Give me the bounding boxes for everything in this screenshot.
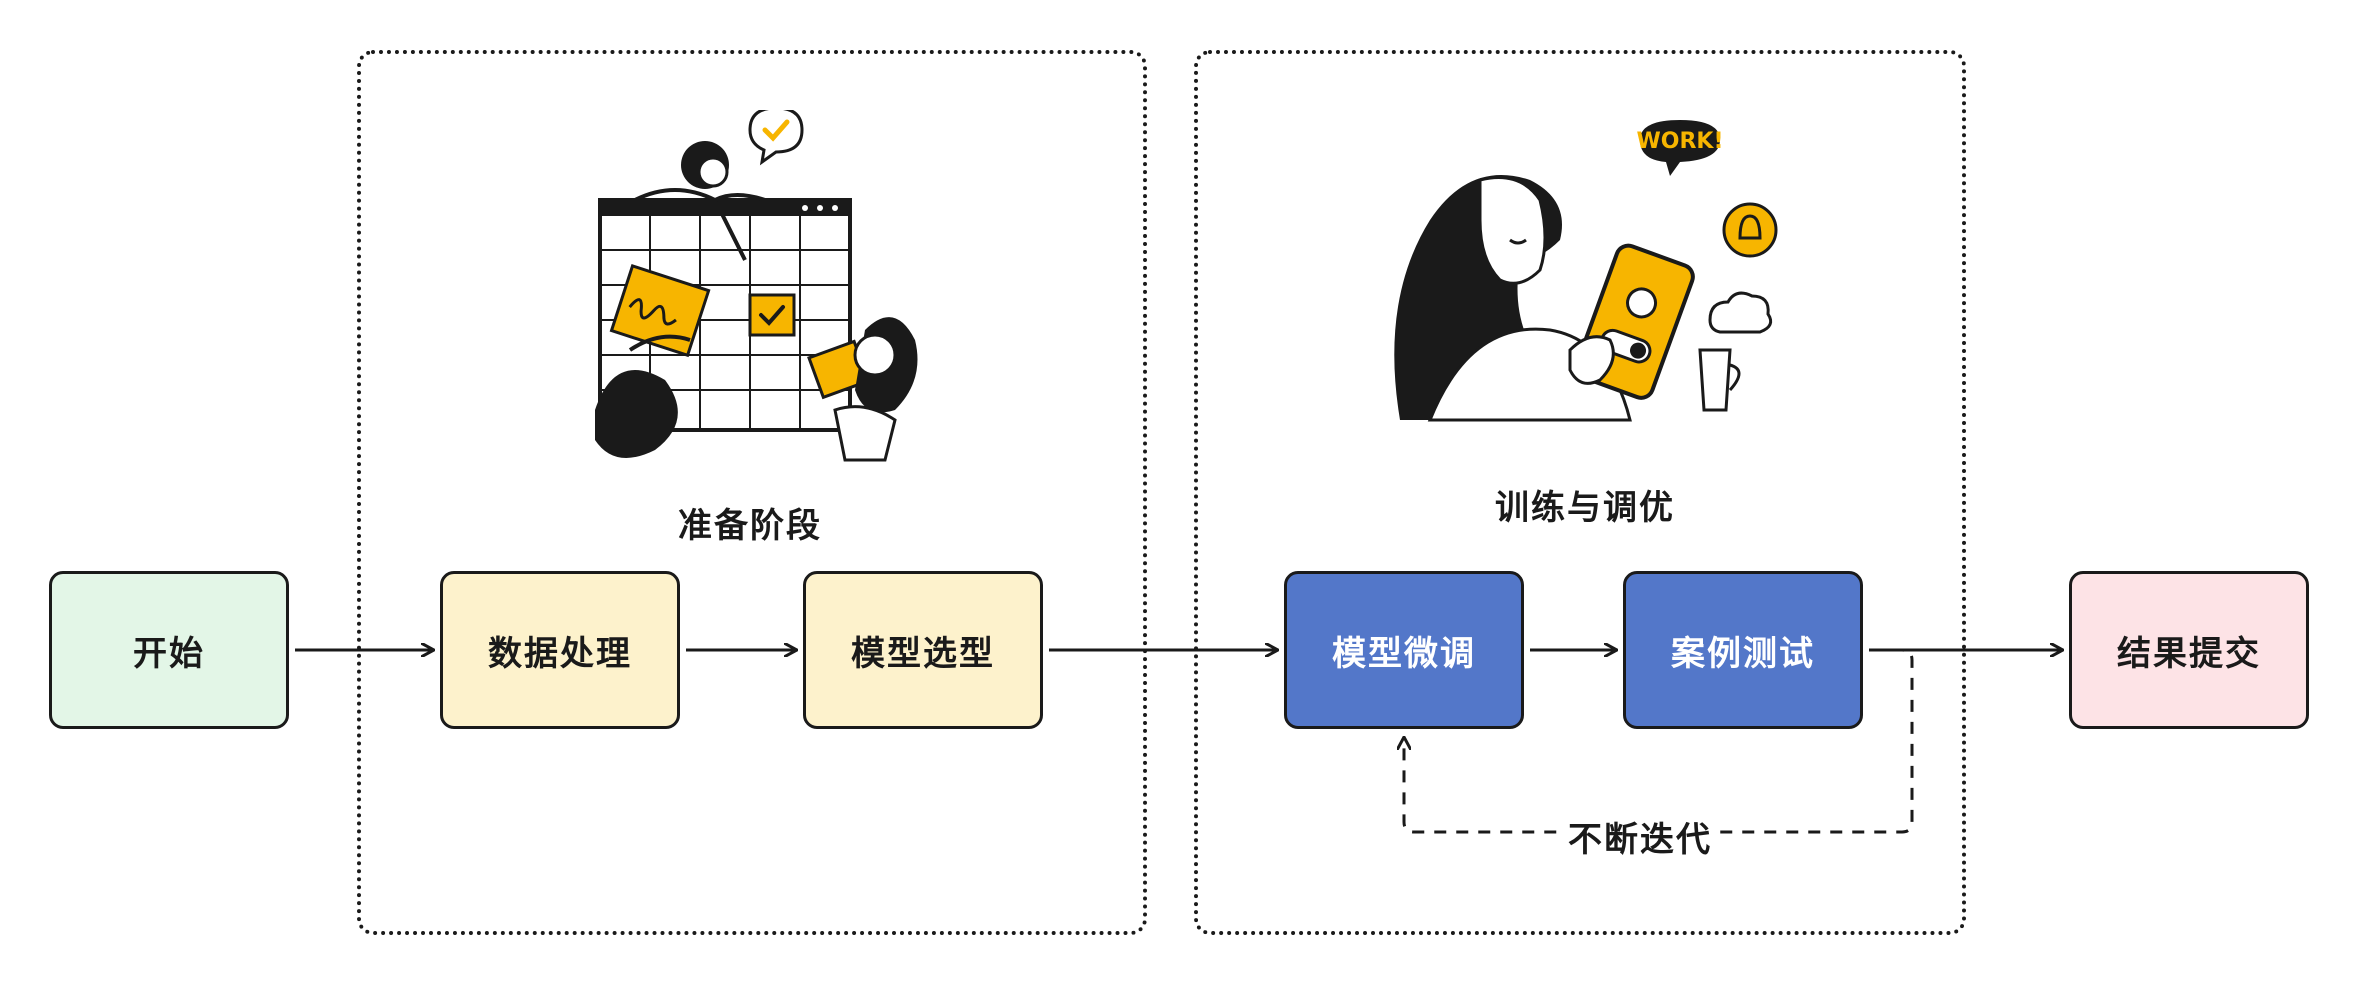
prep-stage-group (357, 50, 1147, 935)
start-node: 开始 (49, 571, 289, 729)
work-bubble-text: WORK! (1637, 129, 1724, 154)
woman-phone-work-illustration: WORK! (1394, 120, 1778, 422)
train-stage-group (1194, 50, 1966, 935)
iteration-label: 不断迭代 (1560, 812, 1720, 861)
team-planning-board-illustration (595, 110, 918, 462)
model-finetune-node: 模型微调 (1284, 571, 1524, 729)
result-submit-node: 结果提交 (2069, 571, 2309, 729)
prep-stage-title: 准备阶段 (678, 506, 822, 546)
model-selection-node: 模型选型 (803, 571, 1043, 729)
case-testing-node: 案例测试 (1623, 571, 1863, 729)
train-stage-title: 训练与调优 (1495, 488, 1675, 528)
data-processing-node: 数据处理 (440, 571, 680, 729)
